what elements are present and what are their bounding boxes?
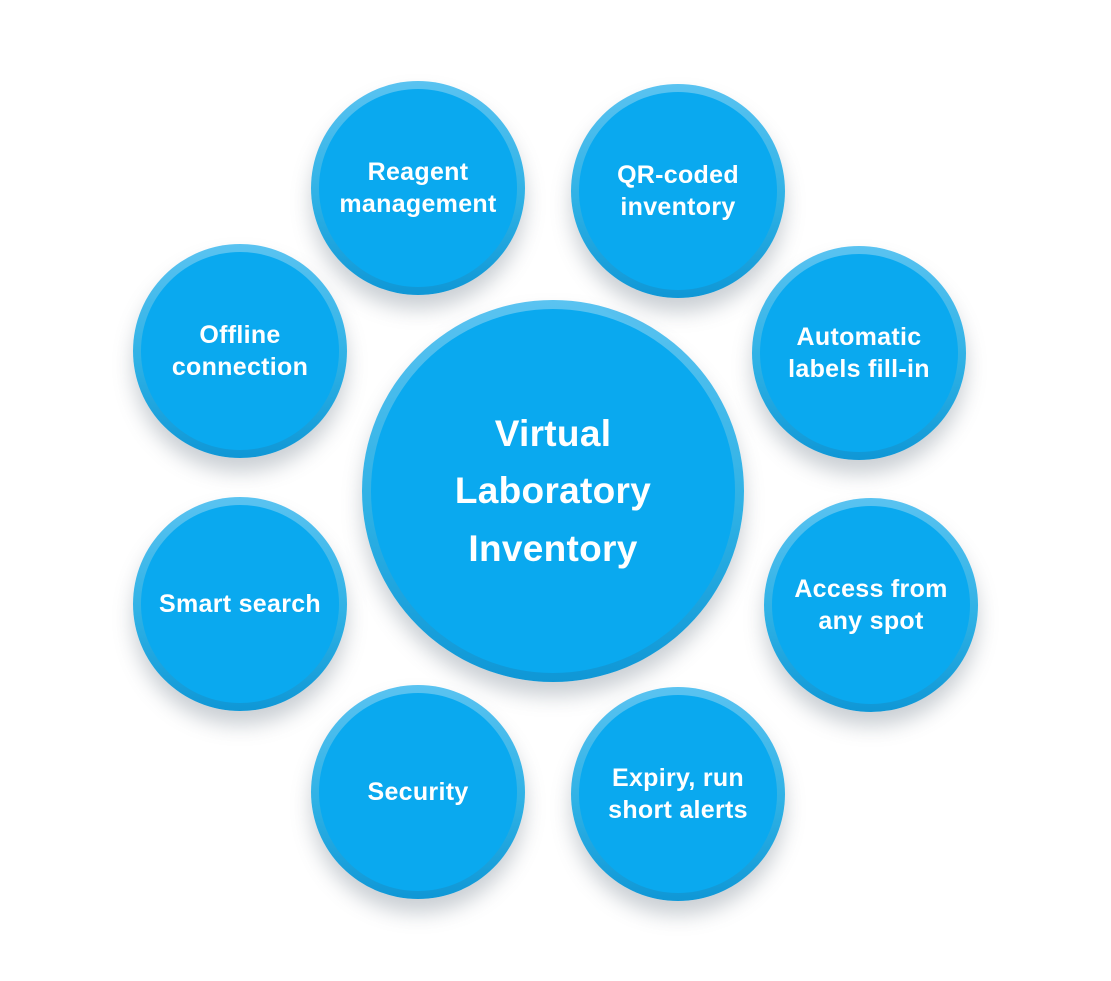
satellite-label-security: Security [367,777,469,806]
satellite-circle-smart-search: Smart search [133,497,347,711]
satellite-circle-qr-coded-inventory: QR-coded inventory [571,84,785,298]
satellite-label-automatic-labels-fill-in: Automatic labels fill-in [788,322,930,384]
satellite-circle-fill: Reagent management [319,89,517,287]
satellite-circle-fill: Access from any spot [772,506,970,704]
satellite-label-reagent-management: Reagent management [339,157,497,219]
satellite-circle-fill: Security [319,693,517,891]
satellite-circle-automatic-labels-fill-in: Automatic labels fill-in [752,246,966,460]
satellite-circle-security: Security [311,685,525,899]
satellite-label-smart-search: Smart search [158,589,322,618]
center-circle-virtual-laboratory-inventory: Virtual Laboratory Inventory [362,300,744,682]
satellite-circle-reagent-management: Reagent management [311,81,525,295]
satellite-label-expiry-run-short-alerts: Expiry, run short alerts [608,763,748,825]
center-circle-fill: Virtual Laboratory Inventory [371,309,735,673]
satellite-label-access-from-any-spot: Access from any spot [794,574,948,636]
satellite-circle-fill: Expiry, run short alerts [579,695,777,893]
satellite-label-offline-connection: Offline connection [171,320,309,382]
center-circle-label: Virtual Laboratory Inventory [454,412,652,569]
satellite-label-qr-coded-inventory: QR-coded inventory [617,160,739,222]
satellite-circle-expiry-run-short-alerts: Expiry, run short alerts [571,687,785,901]
satellite-circle-fill: Smart search [141,505,339,703]
satellite-circle-fill: Automatic labels fill-in [760,254,958,452]
satellite-circle-fill: QR-coded inventory [579,92,777,290]
satellite-circle-access-from-any-spot: Access from any spot [764,498,978,712]
satellite-circle-offline-connection: Offline connection [133,244,347,458]
satellite-circle-fill: Offline connection [141,252,339,450]
